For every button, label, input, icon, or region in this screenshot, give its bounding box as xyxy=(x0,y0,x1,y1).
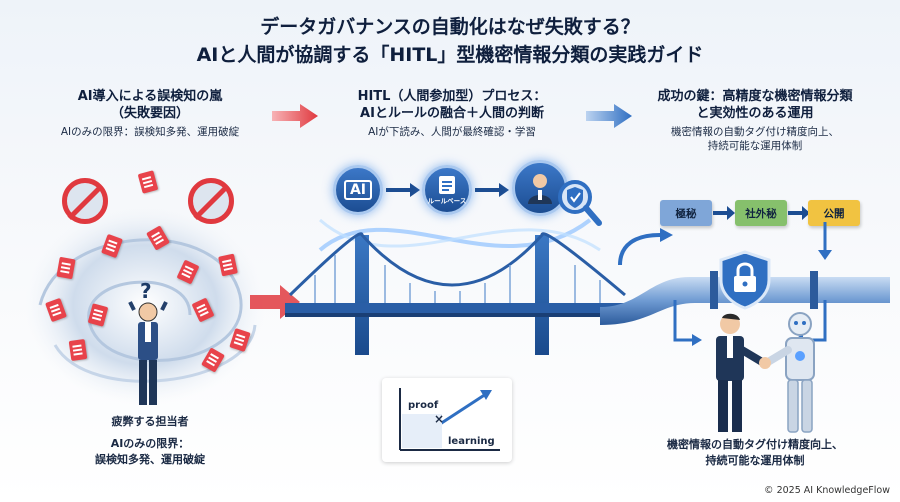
cross-mark: × xyxy=(434,412,445,426)
learning-label: learning xyxy=(448,436,495,447)
rule-base-node: ルールベース xyxy=(422,165,472,215)
copyright-footer: © 2025 AI KnowledgeFlow xyxy=(764,485,890,496)
ai-node: AI xyxy=(333,165,383,215)
right-heading-line-1: 成功の鍵：高精度な機密情報分類 xyxy=(657,89,853,104)
left-bottom-line-1: AIのみの限界： xyxy=(110,437,190,450)
proof-learning-panel: proof × learning xyxy=(382,378,512,462)
bridge-illustration xyxy=(285,232,630,355)
lock-shield-icon xyxy=(719,250,771,310)
flow-arrow-down-icon xyxy=(818,222,832,260)
blue-arrow-icon xyxy=(586,104,632,128)
error-document-icon xyxy=(68,338,88,362)
right-sub-line-1: 機密情報の自動タグ付け精度向上、 xyxy=(671,126,839,138)
left-heading-line-2: （失敗要因） xyxy=(110,106,189,121)
person-caption: 疲弊する担当者 xyxy=(111,415,189,428)
right-heading-block: 成功の鍵：高精度な機密情報分類 と実効性のある運用 機密情報の自動タグ付け精度向… xyxy=(620,88,890,153)
tag-internal-only-label: 社外秘 xyxy=(745,207,777,220)
left-heading-line-1: AI導入による誤検知の嵐 xyxy=(77,89,223,104)
tag-internal-only: 社外秘 xyxy=(735,200,787,226)
arrow-right-icon xyxy=(713,206,735,220)
middle-sub: AIが下読み、人間が最終確認・学習 xyxy=(368,126,536,138)
tag-top-secret-label: 極秘 xyxy=(675,207,697,220)
no-ai-icon xyxy=(62,178,108,224)
tag-top-secret: 極秘 xyxy=(660,200,712,226)
middle-heading-block: HITL（人間参加型）プロセス： AIとルールの融合＋人間の判断 AIが下読み、… xyxy=(312,88,592,139)
left-bottom-line-2: 誤検知多発、運用破綻 xyxy=(95,453,205,466)
right-bottom-line-2: 持続可能な運用体制 xyxy=(705,454,805,467)
magnifier-shield-icon xyxy=(558,180,602,226)
title-line-2: AIと人間が協調する「HITL」型機密情報分類の実践ガイド xyxy=(196,44,704,66)
tag-public: 公開 xyxy=(808,200,860,226)
arrow-right-icon xyxy=(475,183,509,197)
tag-public-label: 公開 xyxy=(823,207,845,220)
left-bottom-text: AIのみの限界： 誤検知多発、運用破綻 xyxy=(40,436,260,468)
red-arrow-icon xyxy=(272,104,318,128)
right-bottom-text: 機密情報の自動タグ付け精度向上、 持続可能な運用体制 xyxy=(630,437,880,469)
document-icon xyxy=(439,176,455,194)
title-line-1: データガバナンスの自動化はなぜ失敗する？ xyxy=(260,16,640,38)
human-reviewer-node xyxy=(512,160,568,216)
no-ai-icon-2 xyxy=(188,178,234,224)
middle-heading-line-2: AIとルールの融合＋人間の判断 xyxy=(360,106,544,121)
human-ai-handshake-icon xyxy=(716,312,815,433)
stressed-person-icon xyxy=(128,301,168,405)
flow-arrow-up-icon xyxy=(618,228,673,266)
learning-graph xyxy=(399,388,500,451)
right-bottom-line-1: 機密情報の自動タグ付け精度向上、 xyxy=(667,438,843,451)
right-heading-line-2: と実効性のある運用 xyxy=(696,106,814,121)
rule-base-label: ルールベース xyxy=(427,197,467,205)
ai-node-label: AI xyxy=(343,180,373,200)
person-icon xyxy=(528,174,552,204)
left-heading-block: AI導入による誤検知の嵐 （失敗要因） AIのみの限界：誤検知多発、運用破綻 xyxy=(20,88,280,139)
question-mark: ? xyxy=(140,279,152,303)
middle-heading-line-1: HITL（人間参加型）プロセス： xyxy=(357,89,547,104)
arrow-right-icon xyxy=(386,183,420,197)
left-sub: AIのみの限界：誤検知多発、運用破綻 xyxy=(60,126,240,138)
error-document-icon xyxy=(56,256,76,280)
arrow-right-icon xyxy=(788,206,810,220)
proof-label: proof xyxy=(408,400,439,411)
right-sub-line-2: 持続可能な運用体制 xyxy=(707,140,803,152)
